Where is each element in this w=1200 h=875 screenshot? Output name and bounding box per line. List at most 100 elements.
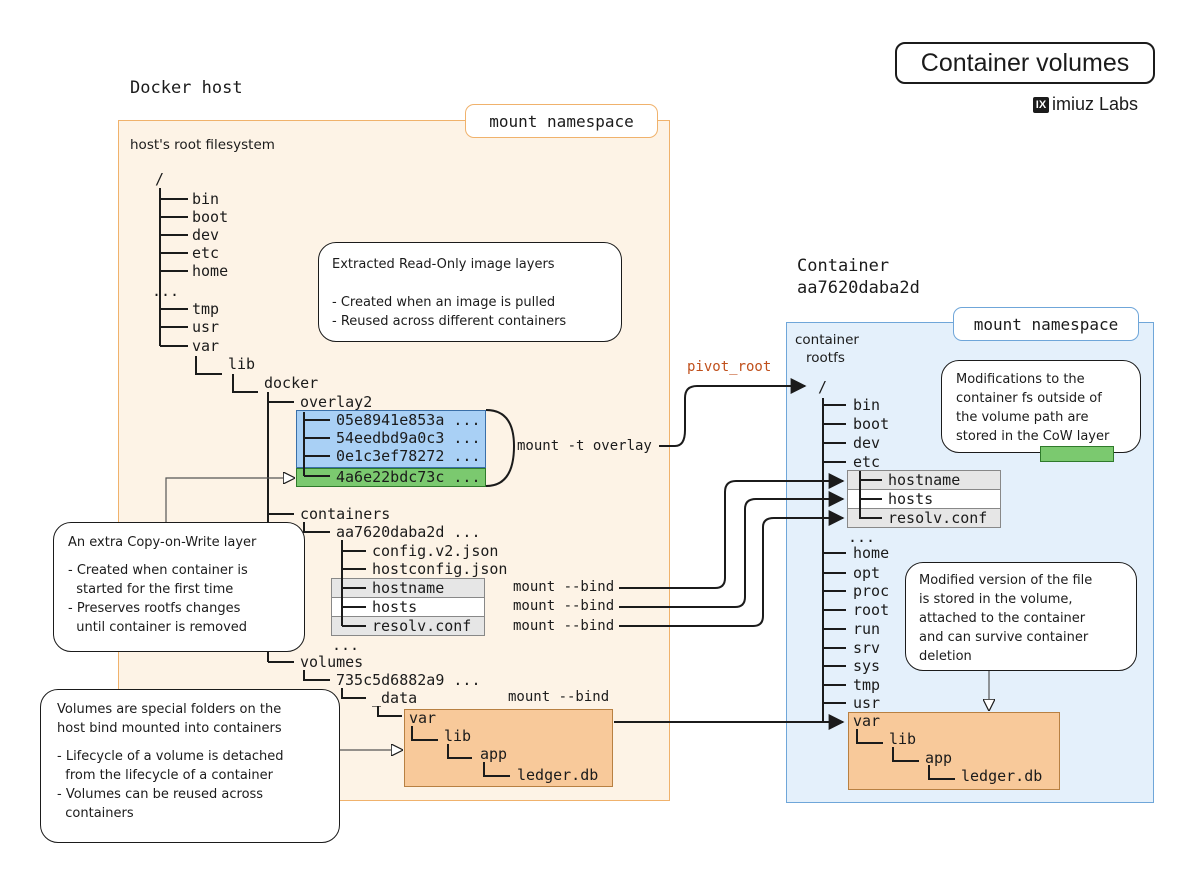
host-dir-overlay2: overlay2 [300,393,373,411]
modifications-note-line: the volume path are [956,410,1089,425]
diagram-title: Container volumes [895,42,1155,84]
brand-mark: IX [1033,96,1049,113]
cow-note-line: - Preserves rootfs changes [68,601,241,616]
cont-dir-proc: proc [853,582,890,600]
layer-3: 0e1c3ef78272 ... [336,447,481,465]
container-heading-line2: aa7620daba2d [797,278,920,298]
modifications-note-line: stored in the CoW layer [956,429,1110,444]
host-dir-docker: docker [264,374,319,392]
host-dir-bin: bin [192,190,220,208]
overlay-mount-label: mount -t overlay [517,438,652,454]
modifications-note: Modifications to the container fs outsid… [941,360,1141,453]
host-volume-block [404,709,613,787]
cont-dir-dev: dev [853,434,881,452]
modified-file-note: Modified version of the file is stored i… [905,562,1137,671]
cow-note-line: An extra Copy-on-Write layer [68,535,257,550]
cont-file-resolv: resolv.conf [888,509,988,527]
cow-note-line: - Created when container is [68,563,248,578]
volumes-note-line: - Volumes can be reused across [57,787,264,802]
cont-dir-boot: boot [853,415,890,433]
host-file-hosts: hosts [372,598,418,616]
host-dir-lib: lib [228,355,256,373]
layer-1: 05e8941e853a ... [336,411,481,429]
readonly-layers-note: Extracted Read-Only image layers - Creat… [318,242,622,342]
host-dir-etc: etc [192,244,220,262]
volumes-note: Volumes are special folders on the host … [40,689,340,843]
volumes-note-line: Volumes are special folders on the [57,702,282,717]
bind-label-hostname: mount --bind [513,579,615,595]
host-namespace-tag: mount namespace [465,104,658,138]
cont-dir-opt: opt [853,564,881,582]
cont-dir-srv: srv [853,639,881,657]
host-files-more: ... [332,636,360,654]
cont-vol-ledger: ledger.db [961,767,1043,785]
cont-vol-var: var [853,712,881,730]
host-vol-app: app [480,745,508,763]
readonly-note-line: Extracted Read-Only image layers [332,257,555,272]
brand-logo: IX imiuz Labs [1033,94,1138,115]
host-resolv-row [331,616,485,636]
readonly-note-line: - Created when an image is pulled [332,295,556,310]
modified-file-note-line: and can survive container [919,630,1089,645]
cow-layer-note: An extra Copy-on-Write layer - Created w… [53,522,305,652]
volumes-note-line: from the lifecycle of a container [57,768,274,783]
readonly-note-line [332,274,621,293]
bind-label-volume: mount --bind [508,689,610,705]
host-dir-var: var [192,337,220,355]
container-heading-line1: Container [797,256,890,276]
host-dir-dev: dev [192,226,220,244]
brand-name: imiuz Labs [1052,94,1139,114]
cont-dir-tmp: tmp [853,676,881,694]
cont-dir-etc: etc [853,453,881,471]
cont-dir-bin: bin [853,396,881,414]
cow-layer-block [296,468,486,487]
cow-note-line: until container is removed [68,620,248,635]
bind-label-resolv: mount --bind [513,618,615,634]
cont-dir-run: run [853,620,881,638]
cont-dir-usr: usr [853,694,881,712]
bind-label-hosts: mount --bind [513,598,615,614]
rootfs-label-line1: container [795,332,859,348]
cont-vol-app: app [925,749,953,767]
host-dir-home: home [192,262,229,280]
host-dir-containers: containers [300,505,391,523]
volumes-note-line: - Lifecycle of a volume is detached [57,749,284,764]
cow-note-line: started for the first time [68,582,234,597]
pivot-root-label: pivot_root [687,359,772,375]
host-fs-label: host's root filesystem [130,137,275,153]
modified-file-note-line: is stored in the volume, [919,592,1073,607]
container-root: / [818,378,828,396]
docker-host-heading: Docker host [130,78,243,98]
modified-file-note-line: Modified version of the file [919,573,1093,588]
host-dir-usr: usr [192,318,220,336]
host-dir-more: ... [152,282,180,300]
volumes-note-spacer [57,738,339,747]
cont-etc-more: ... [848,528,876,546]
host-vol-ledger: ledger.db [517,766,599,784]
host-dir-volumes: volumes [300,653,364,671]
host-volume-data: _data [372,689,418,707]
cow-legend-swatch [1040,446,1114,462]
cow-layer: 4a6e22bdc73c ... [336,468,481,486]
host-file-hostname: hostname [372,579,445,597]
container-namespace-tag: mount namespace [953,307,1139,341]
cont-dir-home: home [853,544,890,562]
volumes-note-line: host bind mounted into containers [57,721,282,736]
cont-dir-sys: sys [853,657,881,675]
file-config-v2: config.v2.json [372,542,499,560]
cont-file-hostname: hostname [888,471,961,489]
modifications-note-line: Modifications to the [956,372,1085,387]
layer-2: 54eedbd9a0c3 ... [336,429,481,447]
cow-note-spacer [68,552,304,561]
host-vol-var: var [409,709,437,727]
cont-file-hosts: hosts [888,490,934,508]
host-volume-id: 735c5d6882a9 ... [336,671,481,689]
host-file-resolv: resolv.conf [372,617,472,635]
modified-file-note-line: attached to the container [919,611,1086,626]
modifications-note-line: container fs outside of [956,391,1102,406]
host-dir-boot: boot [192,208,229,226]
host-root: / [155,170,165,188]
container-volume-block [848,712,1060,790]
cont-dir-root: root [853,601,890,619]
file-hostconfig: hostconfig.json [372,560,508,578]
